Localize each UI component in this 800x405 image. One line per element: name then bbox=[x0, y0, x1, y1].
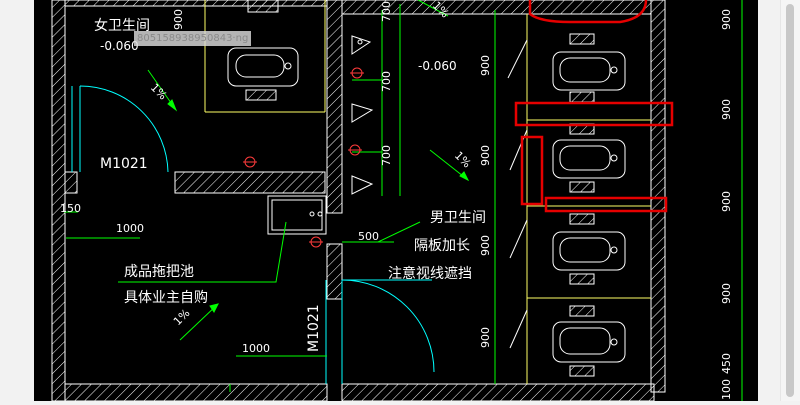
dim-500: 500 bbox=[358, 230, 379, 243]
dimension-lines bbox=[64, 0, 743, 401]
wall-center-vertical bbox=[326, 0, 343, 214]
toilet-female-1 bbox=[227, 47, 299, 87]
dim-900-right-4: 900 bbox=[720, 283, 733, 304]
walls bbox=[51, 0, 666, 402]
female-elevation-label: -0.060 bbox=[100, 39, 139, 53]
dim-700-1: 700 bbox=[380, 1, 393, 22]
male-elevation-label: -0.060 bbox=[418, 59, 457, 73]
wall-female-stub bbox=[64, 171, 78, 194]
mop-sink-line1: 成品拖把池 bbox=[124, 264, 194, 280]
dim-900-stall-1: 900 bbox=[479, 55, 492, 76]
wall-top-right bbox=[341, 0, 652, 15]
door-right-label: M1021 bbox=[306, 304, 322, 352]
dim-900-stall-3: 900 bbox=[479, 235, 492, 256]
wall-left-vertical bbox=[51, 0, 66, 402]
note-line2: 隔板加长 bbox=[414, 238, 470, 254]
watermark-label: 805158938950843·ng bbox=[134, 31, 252, 46]
dim-900-top-left: 900 bbox=[172, 9, 185, 30]
mop-sink-line2: 具体业主自购 bbox=[124, 290, 208, 306]
floor-plan-drawing: 女卫生间 -0.060 -0.060 M1021 M1021 成品拖把池 具体业… bbox=[51, 0, 743, 402]
slope-label-2: 1% bbox=[452, 149, 474, 171]
dim-700-3: 700 bbox=[380, 145, 393, 166]
female-restroom-label: 女卫生间 bbox=[94, 17, 150, 34]
cad-drawing-canvas: 女卫生间 -0.060 -0.060 M1021 M1021 成品拖把池 具体业… bbox=[34, 0, 758, 402]
dim-700-2: 700 bbox=[380, 71, 393, 92]
highlight-partition-2 bbox=[520, 135, 544, 206]
dim-900-right-2: 900 bbox=[720, 99, 733, 120]
note-line3: 注意视线遮挡 bbox=[388, 265, 472, 282]
wall-top-female bbox=[64, 0, 328, 7]
slope-label-1: 1% bbox=[148, 81, 170, 103]
dim-900-right-1: 900 bbox=[720, 9, 733, 30]
dim-150: 150 bbox=[60, 202, 81, 215]
note-line1: 男卫生间 bbox=[430, 210, 486, 226]
mop-sink bbox=[267, 195, 327, 235]
wall-center-lower bbox=[326, 243, 343, 300]
highlight-top-urinal bbox=[528, 0, 648, 24]
dim-1000-left: 1000 bbox=[116, 222, 144, 235]
leader-lines bbox=[118, 221, 421, 283]
male-stalls bbox=[507, 14, 651, 384]
wall-right-vertical bbox=[650, 0, 666, 393]
door-swings bbox=[71, 85, 435, 384]
door-left-label: M1021 bbox=[100, 156, 148, 172]
dim-900-right-3: 900 bbox=[720, 191, 733, 212]
highlight-partition-1 bbox=[514, 101, 674, 127]
wall-bottom-right bbox=[341, 383, 655, 402]
urinals bbox=[351, 10, 383, 196]
dim-1000-bottom: 1000 bbox=[242, 342, 270, 355]
dim-450-right: 450 bbox=[720, 353, 733, 374]
wall-bottom-left bbox=[64, 383, 328, 402]
dim-900-stall-4: 900 bbox=[479, 327, 492, 348]
highlight-annotations bbox=[514, 0, 674, 213]
highlight-partition-3 bbox=[544, 196, 668, 213]
dim-900-stall-2: 900 bbox=[479, 145, 492, 166]
scrollbar-thumb[interactable] bbox=[786, 4, 794, 397]
dim-100-right: 100 bbox=[720, 379, 733, 400]
slope-label-3: 1% bbox=[171, 307, 193, 329]
slope-arrows bbox=[147, 0, 470, 341]
female-stall-fixtures bbox=[204, 0, 326, 113]
floor-drains bbox=[243, 67, 364, 248]
wall-female-divider bbox=[174, 171, 326, 194]
